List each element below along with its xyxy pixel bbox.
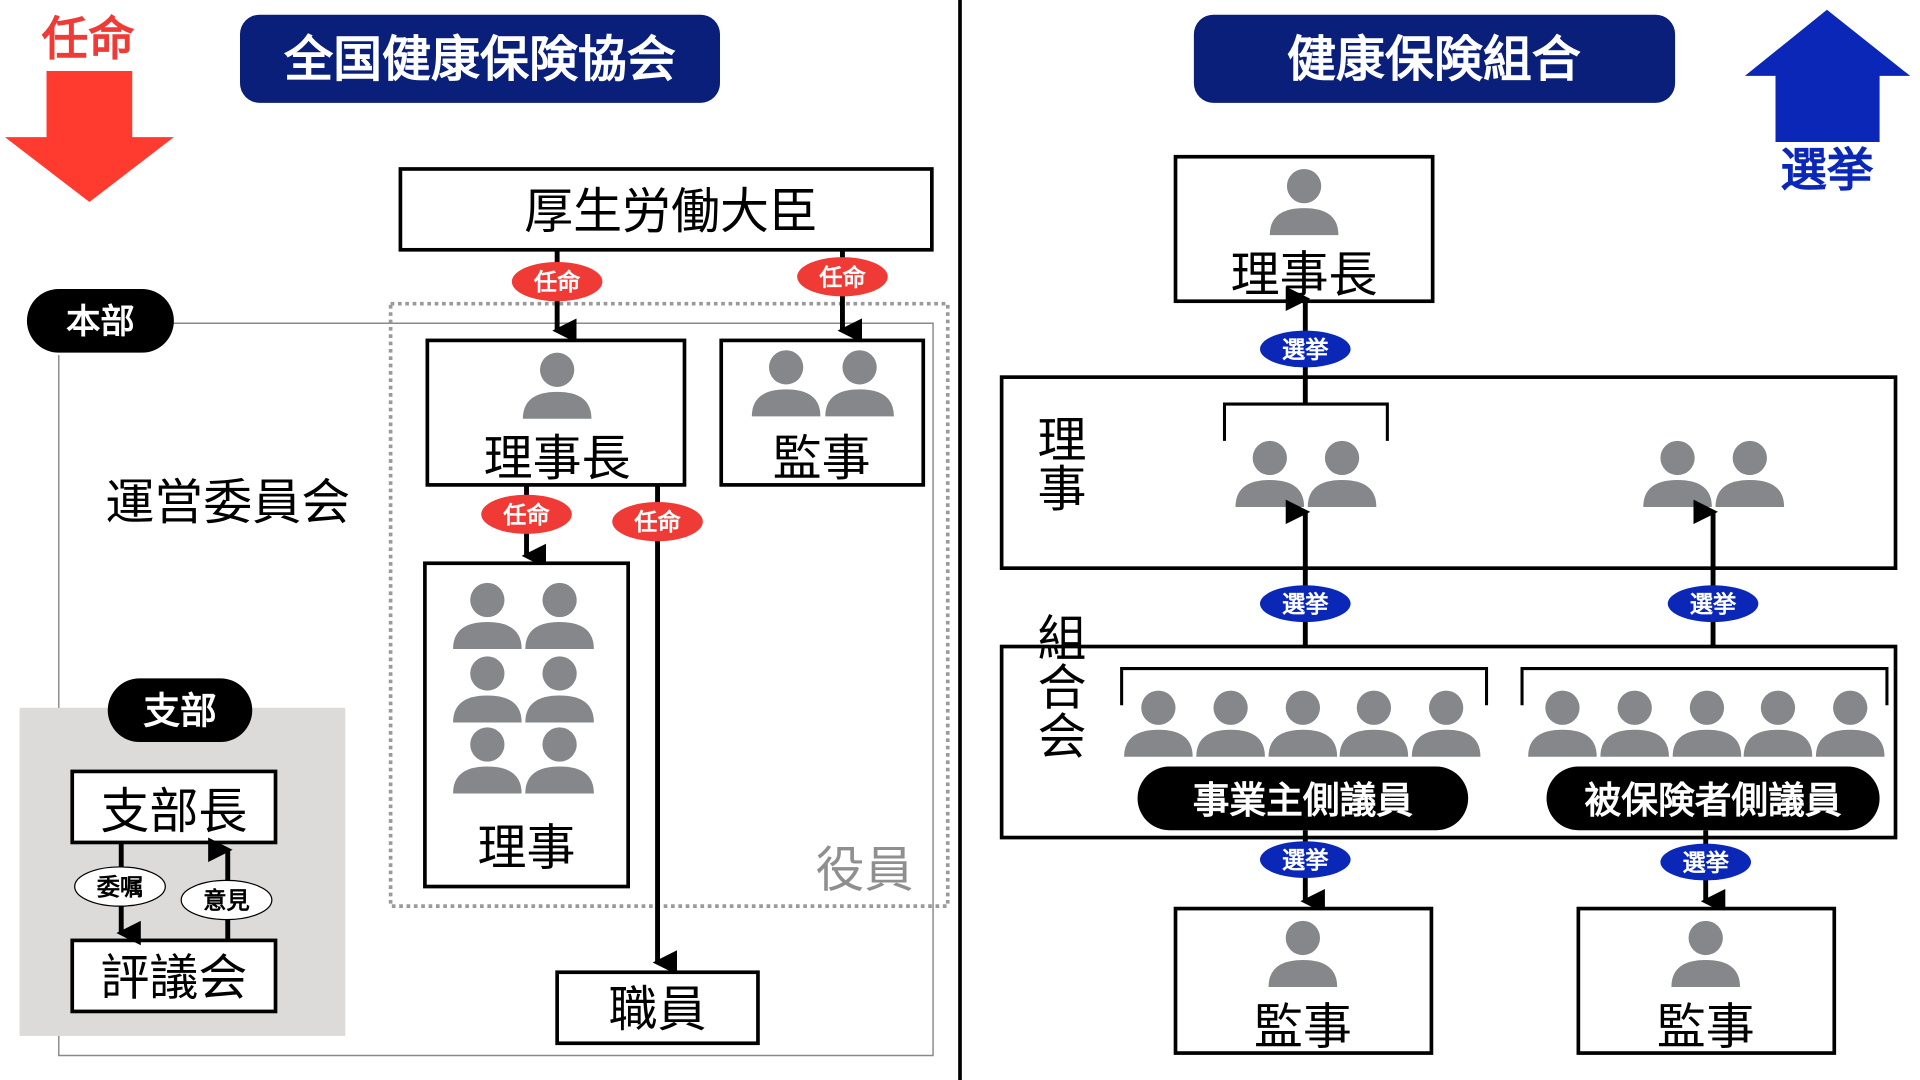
- appoint-badge: 任命: [797, 257, 888, 297]
- branch-panel: 支部 支部長 評議会 委嘱 意見: [19, 678, 346, 1036]
- headquarters-label: 本部: [66, 302, 135, 342]
- svg-text:選挙: 選挙: [1690, 591, 1737, 618]
- svg-text:意見: 意見: [203, 888, 250, 915]
- insured-members-label: 被保険者側議員: [1585, 779, 1842, 822]
- minister-label: 厚生労働大臣: [524, 183, 818, 240]
- election-legend: 選挙: [1744, 9, 1911, 197]
- assembly-label: 組合会: [1029, 612, 1086, 759]
- union-directors-label: 理事: [1029, 414, 1086, 512]
- minister-box[interactable]: 厚生労働大臣: [398, 167, 934, 252]
- opinion-badge: 意見: [180, 879, 273, 921]
- staff-label: 職員: [609, 981, 707, 1038]
- right-title-banner: 健康保険組合: [1193, 14, 1676, 103]
- appoint-legend-label: 任命: [42, 12, 136, 66]
- auditor-right-label: 監事: [1657, 998, 1755, 1055]
- appoint-badge: 任命: [612, 502, 703, 542]
- down-arrow-icon: [4, 71, 174, 203]
- assembly-box[interactable]: 組合会 事業主側議員 被保険者側議員: [999, 612, 1898, 840]
- directors-box[interactable]: 理事: [423, 561, 630, 889]
- branch-label: 支部: [143, 690, 216, 733]
- svg-text:任命: 任命: [633, 509, 681, 536]
- chairman-label: 理事長: [484, 430, 631, 487]
- headquarters-badge: 本部: [26, 288, 174, 353]
- election-badge: 選挙: [1660, 843, 1752, 881]
- branch-head-box[interactable]: 支部長: [70, 769, 278, 845]
- svg-text:任命: 任命: [502, 502, 550, 529]
- officers-label: 役員: [816, 842, 914, 899]
- insured-bracket: [1520, 667, 1889, 706]
- branch-head-label: 支部長: [100, 783, 247, 840]
- auditor-left-label: 監事: [1254, 998, 1352, 1055]
- svg-text:任命: 任命: [533, 269, 581, 296]
- appoint-legend: 任命: [4, 12, 174, 203]
- right-title: 健康保険組合: [1287, 31, 1581, 88]
- election-legend-label: 選挙: [1780, 143, 1874, 197]
- council-label: 評議会: [100, 949, 247, 1006]
- auditors-box[interactable]: 監事: [719, 338, 926, 487]
- union-chairman-label: 理事長: [1231, 246, 1378, 303]
- insured-members-badge: 被保険者側議員: [1546, 766, 1880, 831]
- svg-text:任命: 任命: [818, 264, 866, 291]
- union-auditor-left-box[interactable]: 監事: [1173, 906, 1434, 1056]
- employer-members-badge: 事業主側議員: [1137, 766, 1469, 831]
- svg-text:選挙: 選挙: [1282, 337, 1329, 364]
- election-badge: 選挙: [1260, 330, 1351, 368]
- svg-text:選挙: 選挙: [1682, 850, 1729, 877]
- union-chairman-box[interactable]: 理事長: [1173, 154, 1435, 304]
- auditors-label: 監事: [773, 430, 871, 487]
- steering-committee-label: 運営委員会: [105, 474, 350, 531]
- election-badge: 選挙: [1260, 585, 1351, 623]
- union-auditor-right-box[interactable]: 監事: [1576, 906, 1837, 1056]
- commission-badge: 委嘱: [74, 866, 166, 907]
- appoint-badge: 任命: [511, 262, 603, 302]
- svg-text:選挙: 選挙: [1282, 847, 1329, 874]
- employer-bracket: [1120, 667, 1489, 706]
- employer-members-label: 事業主側議員: [1193, 779, 1414, 822]
- directors-label: 理事: [478, 819, 576, 876]
- staff-box[interactable]: 職員: [555, 970, 760, 1046]
- up-arrow-icon: [1744, 9, 1911, 143]
- left-title-banner: 全国健康保険協会: [240, 14, 720, 103]
- election-badge: 選挙: [1667, 585, 1759, 623]
- appoint-badge: 任命: [481, 494, 572, 534]
- svg-text:選挙: 選挙: [1282, 591, 1329, 618]
- chairman-box[interactable]: 理事長: [425, 338, 687, 487]
- election-badge: 選挙: [1260, 841, 1351, 878]
- left-title: 全国健康保険協会: [283, 31, 676, 88]
- union-directors-box[interactable]: 理事: [999, 375, 1898, 570]
- svg-text:委嘱: 委嘱: [96, 874, 144, 901]
- council-box[interactable]: 評議会: [70, 938, 278, 1014]
